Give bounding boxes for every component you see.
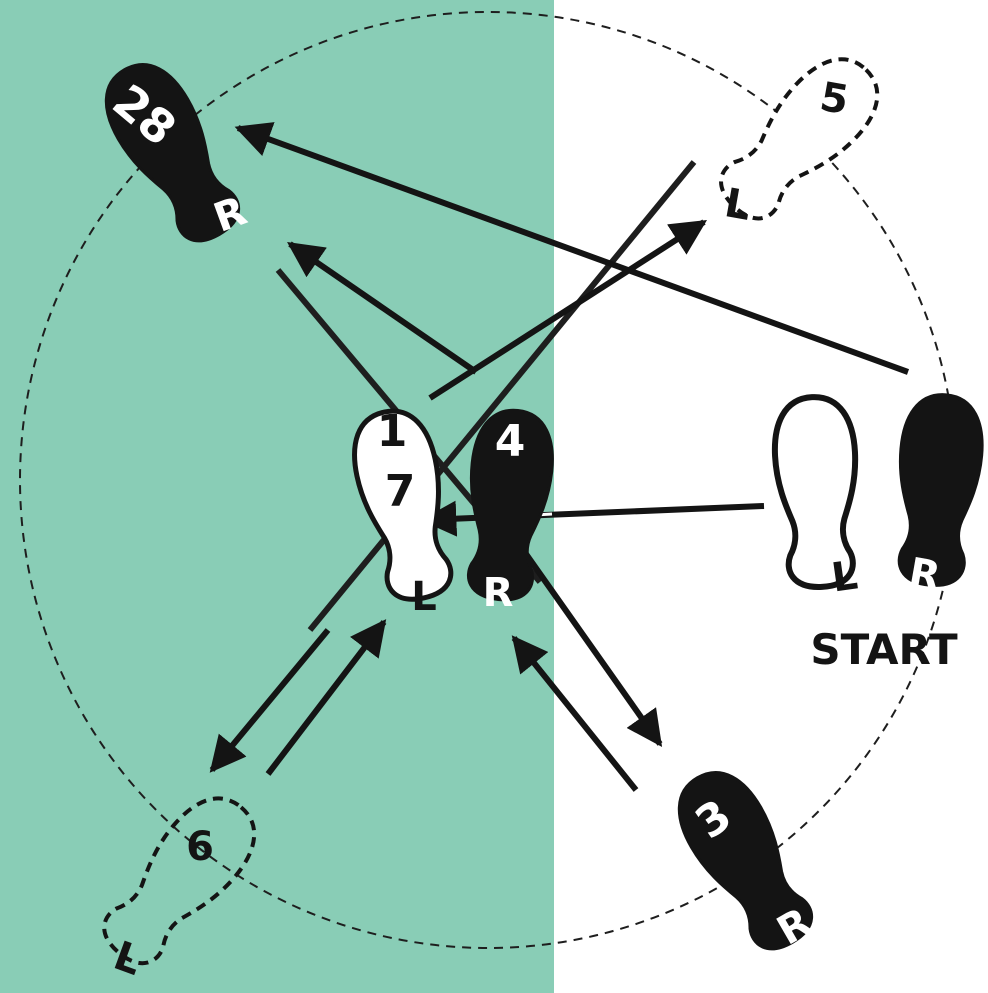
step-label-7: 7 <box>385 466 416 517</box>
step-label-1: 1 <box>377 406 408 457</box>
start-right-foot-label: R <box>905 550 943 601</box>
step-label-4: 4 <box>495 416 526 467</box>
center-right-foot-label: R <box>483 570 514 616</box>
center-left-foot-label: L <box>411 574 437 620</box>
start-label: START <box>810 625 958 674</box>
step-label-6: 6 <box>186 824 214 870</box>
